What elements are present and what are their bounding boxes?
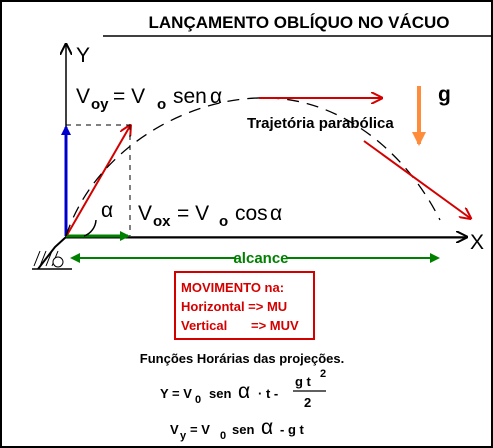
reach-label: alcance: [233, 250, 288, 267]
movement-line3-left: Vertical: [181, 318, 227, 333]
voy-alpha: α: [210, 85, 222, 108]
vox-alpha: α: [270, 202, 282, 225]
vox-v0-subscript: o: [219, 213, 228, 230]
movement-line2: Horizontal => MU: [181, 299, 287, 314]
movement-line3-right: => MUV: [251, 318, 299, 333]
voy-equals-v: = V: [113, 85, 145, 108]
voy-sen: sen: [173, 85, 207, 108]
title: LANÇAMENTO OBLÍQUO NO VÁCUO: [149, 13, 450, 32]
eq1-subscript: 0: [195, 394, 201, 406]
voy-subscript: oy: [91, 96, 109, 113]
equation-y: Y = V 0 sen α · t - g t 2 2: [160, 368, 326, 410]
eq2-sen: sen: [232, 422, 254, 437]
voy-equation: V oy = V o sen α: [76, 85, 222, 113]
eq2-v: V: [170, 422, 179, 437]
eq1-numerator: g t: [295, 374, 312, 389]
alpha-arc: [83, 219, 97, 237]
eq2-subscript: y: [180, 430, 187, 442]
alpha-symbol: α: [101, 199, 113, 222]
vox-subscript: ox: [153, 213, 171, 230]
eq2-equals-v: = V: [190, 422, 210, 437]
movement-box: [174, 271, 315, 340]
trajectory-label: Trajetória parabólica: [247, 115, 394, 132]
movement-line1: MOVIMENTO na:: [181, 280, 284, 295]
eq2-minus-gt: - g t: [280, 422, 304, 437]
eq2-v0-subscript: 0: [220, 430, 226, 442]
vox-equation: V ox = V o cos α: [138, 202, 282, 230]
eq1-denominator: 2: [304, 395, 311, 410]
gravity-label: g: [438, 83, 451, 106]
eq1-y-v: Y = V: [160, 386, 192, 401]
equation-vy: V y = V 0 sen α - g t: [170, 416, 304, 442]
eq1-alpha: α: [238, 380, 250, 403]
voy-v0-subscript: o: [157, 96, 166, 113]
initial-velocity-vector: [66, 126, 130, 236]
equations-heading: Funções Horárias das projeções.: [140, 351, 344, 366]
launcher-icon: [32, 236, 72, 270]
vox-equals-v: = V: [177, 202, 209, 225]
eq2-alpha: α: [261, 416, 273, 439]
eq1-exponent: 2: [320, 368, 326, 380]
x-axis-label: X: [470, 231, 484, 254]
vox-v: V: [138, 202, 152, 225]
impact-velocity-vector: [363, 140, 470, 218]
eq1-times-t: · t -: [258, 386, 278, 401]
voy-v: V: [76, 85, 90, 108]
reach-label-bg: [236, 249, 286, 266]
eq1-sen: sen: [209, 386, 231, 401]
vox-cos: cos: [235, 202, 268, 225]
y-axis-label: Y: [76, 44, 90, 67]
